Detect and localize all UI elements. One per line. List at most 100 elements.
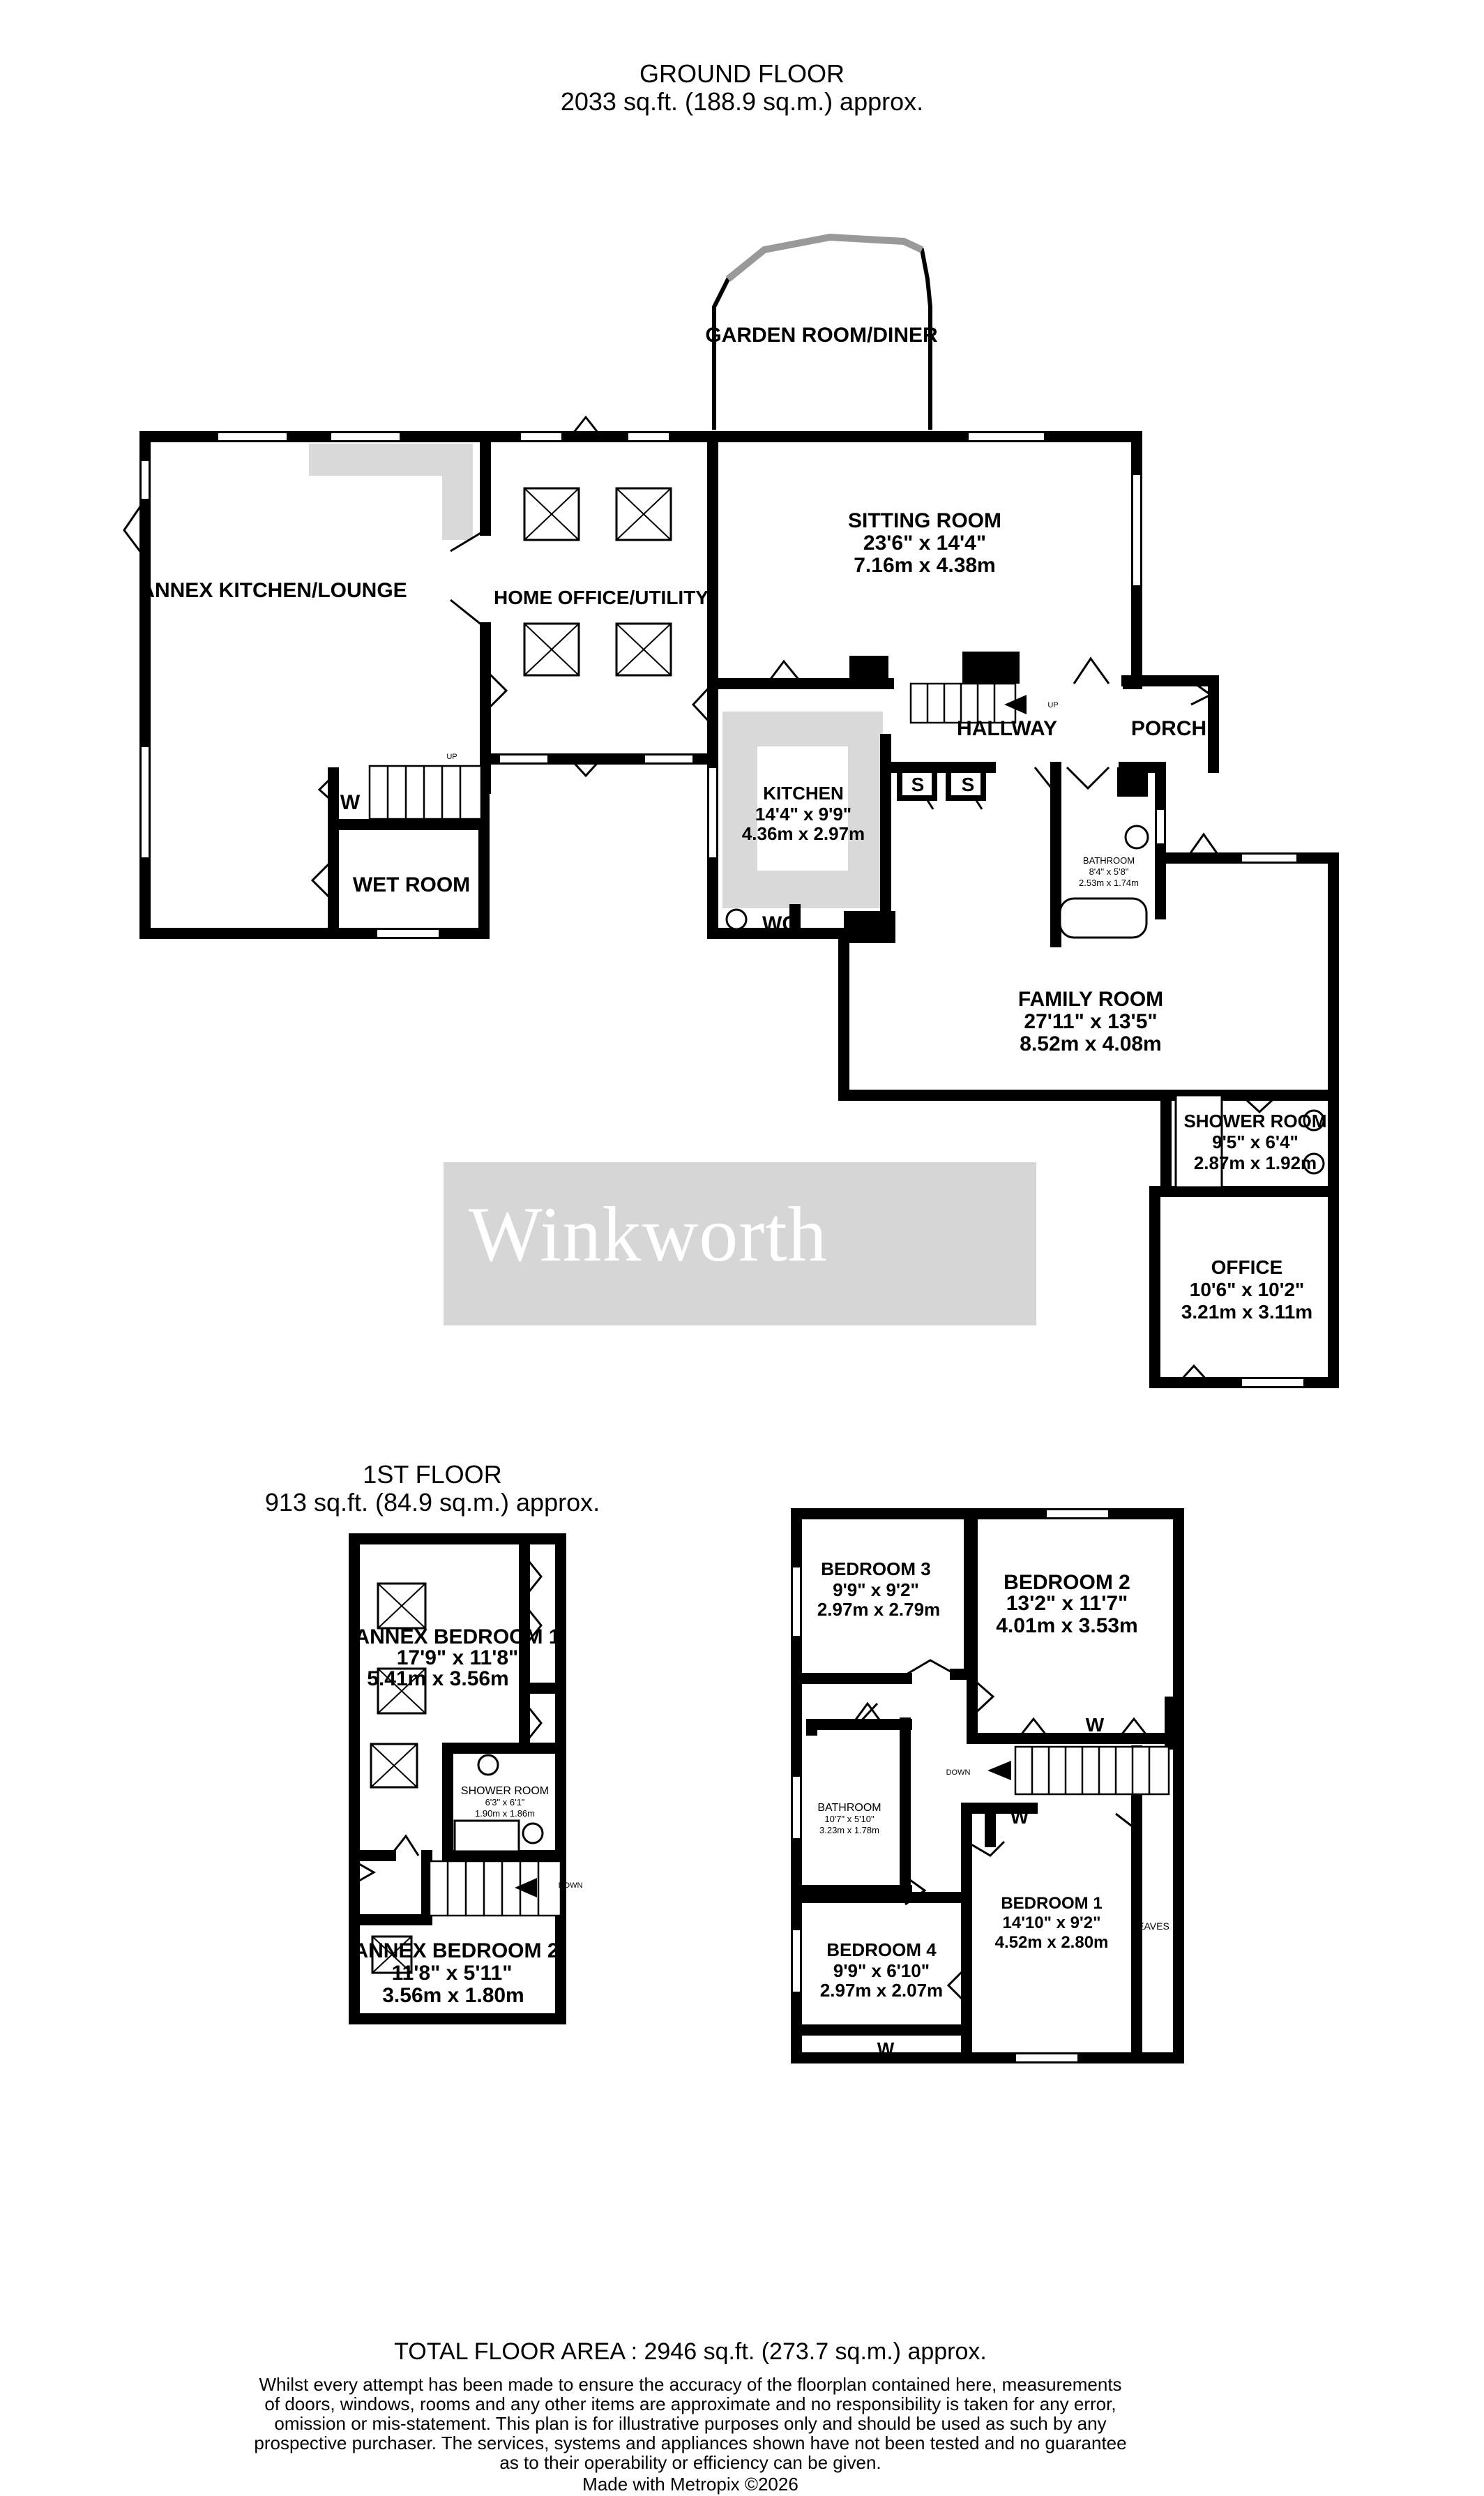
annex-shower-room-wall bbox=[442, 1743, 566, 1861]
bathroom-basin-icon bbox=[1124, 825, 1149, 850]
room-bedroom-4-name: BEDROOM 4 bbox=[826, 1939, 937, 1960]
bedroom-2-wardrobe-doors bbox=[1017, 1717, 1151, 1739]
room-annex-bedroom-2-name: ANNEX BEDROOM 2 bbox=[353, 1939, 559, 1962]
watermark-text: Winkworth bbox=[469, 1191, 828, 1278]
annex-shower-toilet-icon bbox=[522, 1822, 544, 1844]
mark-annex-stairs-down: DOWN bbox=[559, 1881, 583, 1890]
first-floor-annex-plan: ANNEX BEDROOM 1 17'9" x 11'8" 5.41m x 3.… bbox=[349, 1533, 583, 2024]
room-garden-room-diner-name: GARDEN ROOM/DINER bbox=[705, 324, 938, 347]
annex-first-floor-stairs bbox=[428, 1860, 562, 1917]
disclaimer-line: Whilst every attempt has been made to en… bbox=[259, 2374, 1122, 2395]
annex-shower-basin-icon bbox=[477, 1754, 499, 1776]
room-annex-bedroom-1-imperial: 17'9" x 11'8" bbox=[397, 1646, 519, 1669]
ground-floor-windows bbox=[140, 432, 1305, 1388]
fireplace-block-2 bbox=[962, 652, 1020, 684]
bedroom-3-wardrobe-doors bbox=[851, 1701, 884, 1726]
room-bedroom-3-metric: 2.97m x 2.79m bbox=[817, 1599, 940, 1620]
mark-annex-stairs-up: UP bbox=[446, 753, 457, 761]
room-annex-shower-room-imperial: 6'3" x 6'1" bbox=[485, 1797, 525, 1807]
room-shower-room-imperial: 9'5" x 6'4" bbox=[1212, 1132, 1298, 1152]
garden-room-bay-window bbox=[725, 233, 924, 282]
made-with-credit: Made with Metropix ©2026 bbox=[582, 2474, 798, 2495]
total-floor-area: TOTAL FLOOR AREA : 2946 sq.ft. (273.7 sq… bbox=[394, 2338, 987, 2365]
main-stair-arrow-icon bbox=[987, 1761, 1011, 1780]
ground-floor-area: 2033 sq.ft. (188.9 sq.m.) approx. bbox=[560, 87, 924, 116]
ground-floor-title: GROUND FLOOR bbox=[639, 59, 845, 88]
mark-wardrobe-w-bedroom-4: W bbox=[877, 2038, 895, 2059]
room-annex-bedroom-2-imperial: 11'8" x 5'11" bbox=[392, 1962, 513, 1985]
kitchen-counter-right bbox=[848, 746, 883, 871]
room-sitting-room-name: SITTING ROOM bbox=[848, 509, 1001, 532]
shower-room-wall bbox=[1160, 1090, 1339, 1197]
bath-icon bbox=[1059, 897, 1148, 939]
room-bathroom-imperial: 8'4" x 5'8" bbox=[1089, 866, 1129, 877]
bathroom-first-door bbox=[904, 1875, 927, 1906]
annex-stairs bbox=[368, 765, 483, 820]
room-bathroom-first-imperial: 10'7" x 5'10" bbox=[824, 1814, 874, 1824]
annex-wardrobe-doors bbox=[523, 1555, 543, 1647]
room-bathroom-first-metric: 3.23m x 1.78m bbox=[819, 1825, 879, 1835]
ground-floor-doors bbox=[123, 415, 1279, 1384]
room-porch-name: PORCH bbox=[1131, 717, 1206, 740]
room-bathroom-metric: 2.53m x 1.74m bbox=[1079, 878, 1139, 888]
room-annex-shower-room-metric: 1.90m x 1.86m bbox=[475, 1808, 535, 1819]
room-kitchen-name: KITCHEN bbox=[763, 783, 844, 804]
room-bedroom-2-imperial: 13'2" x 11'7" bbox=[1006, 1592, 1128, 1615]
mark-storage-s2: S bbox=[962, 774, 975, 795]
kitchen-counter-left bbox=[722, 746, 757, 908]
first-floor-area: 913 sq.ft. (84.9 sq.m.) approx. bbox=[264, 1488, 600, 1517]
mark-eaves: EAVES bbox=[1137, 1920, 1169, 1932]
disclaimer: Whilst every attempt has been made to en… bbox=[230, 2375, 1151, 2472]
room-annex-shower-room-name: SHOWER ROOM bbox=[461, 1785, 549, 1797]
room-wet-room-name: WET ROOM bbox=[353, 873, 470, 896]
cupboard-s2 bbox=[946, 767, 986, 801]
first-floor-header: 1ST FLOOR 913 sq.ft. (84.9 sq.m.) approx… bbox=[153, 1461, 711, 1517]
bedroom-4-door bbox=[946, 1966, 968, 2005]
mark-wardrobe-w-bedroom-1: W bbox=[1010, 1806, 1029, 1828]
family-room-right-wall bbox=[1155, 852, 1339, 1101]
stair-arrow-icon bbox=[1004, 695, 1027, 714]
mark-hallway-stairs-up: UP bbox=[1047, 701, 1058, 709]
shower-basin-icon bbox=[1303, 1109, 1325, 1132]
room-kitchen-imperial: 14'4" x 9'9" bbox=[755, 804, 851, 825]
watermark-banner: Winkworth bbox=[444, 1162, 1036, 1325]
porch-wall bbox=[1121, 675, 1219, 773]
disclaimer-line: as to their operability or efficiency ca… bbox=[499, 2452, 881, 2473]
room-bedroom-1-imperial: 14'10" x 9'2" bbox=[1003, 1914, 1101, 1932]
room-hallway-name: HALLWAY bbox=[957, 717, 1057, 740]
room-bedroom-1-name: BEDROOM 1 bbox=[1001, 1894, 1102, 1913]
annex-shower-tray bbox=[453, 1819, 520, 1853]
room-office-imperial: 10'6" x 10'2" bbox=[1190, 1279, 1304, 1300]
family-room-bottom-wall bbox=[838, 938, 1166, 1101]
disclaimer-line: prospective purchaser. The services, sys… bbox=[254, 2433, 1127, 2453]
first-floor-title: 1ST FLOOR bbox=[363, 1460, 502, 1489]
annex-wardrobe-door-2 bbox=[523, 1701, 543, 1745]
annex-skylights bbox=[370, 1582, 427, 1974]
room-office-metric: 3.21m x 3.11m bbox=[1181, 1301, 1312, 1323]
bedroom-1-door bbox=[966, 1840, 1006, 1857]
kitchen-counter-top bbox=[722, 712, 883, 746]
bedroom-3-cupboard-wall bbox=[806, 1719, 912, 1736]
mark-wardrobe-w: W bbox=[340, 791, 361, 814]
room-bedroom-3-imperial: 9'9" x 9'2" bbox=[833, 1579, 919, 1600]
room-bedroom-1-metric: 4.52m x 2.80m bbox=[995, 1933, 1109, 1952]
annex-bed1-door bbox=[389, 1834, 420, 1856]
room-wc-name: WC bbox=[762, 912, 797, 935]
room-bedroom-3-name: BEDROOM 3 bbox=[821, 1558, 930, 1579]
annex-bottom-wall bbox=[139, 783, 490, 939]
room-annex-kitchen-lounge-name: ANNEX KITCHEN/LOUNGE bbox=[139, 579, 407, 602]
eaves-door bbox=[1115, 1812, 1135, 1829]
kitchen-counter-bottom bbox=[757, 871, 883, 908]
disclaimer-line: omission or mis-statement. This plan is … bbox=[274, 2413, 1107, 2434]
room-annex-bedroom-1-metric: 5.41m x 3.56m bbox=[367, 1667, 508, 1690]
room-bedroom-4-metric: 2.97m x 2.07m bbox=[820, 1980, 943, 2001]
bedroom-2-door bbox=[971, 1677, 995, 1717]
skylights-home-office bbox=[523, 487, 672, 677]
room-shower-room-metric: 2.87m x 1.92m bbox=[1194, 1152, 1317, 1173]
room-family-room-imperial: 27'11" x 13'5" bbox=[1024, 1010, 1157, 1033]
room-bathroom-first-name: BATHROOM bbox=[817, 1802, 881, 1814]
room-annex-bedroom-2-metric: 3.56m x 1.80m bbox=[382, 1984, 524, 2007]
annex-first-floor-outer bbox=[349, 1533, 566, 2024]
room-bathroom-name: BATHROOM bbox=[1083, 855, 1135, 866]
